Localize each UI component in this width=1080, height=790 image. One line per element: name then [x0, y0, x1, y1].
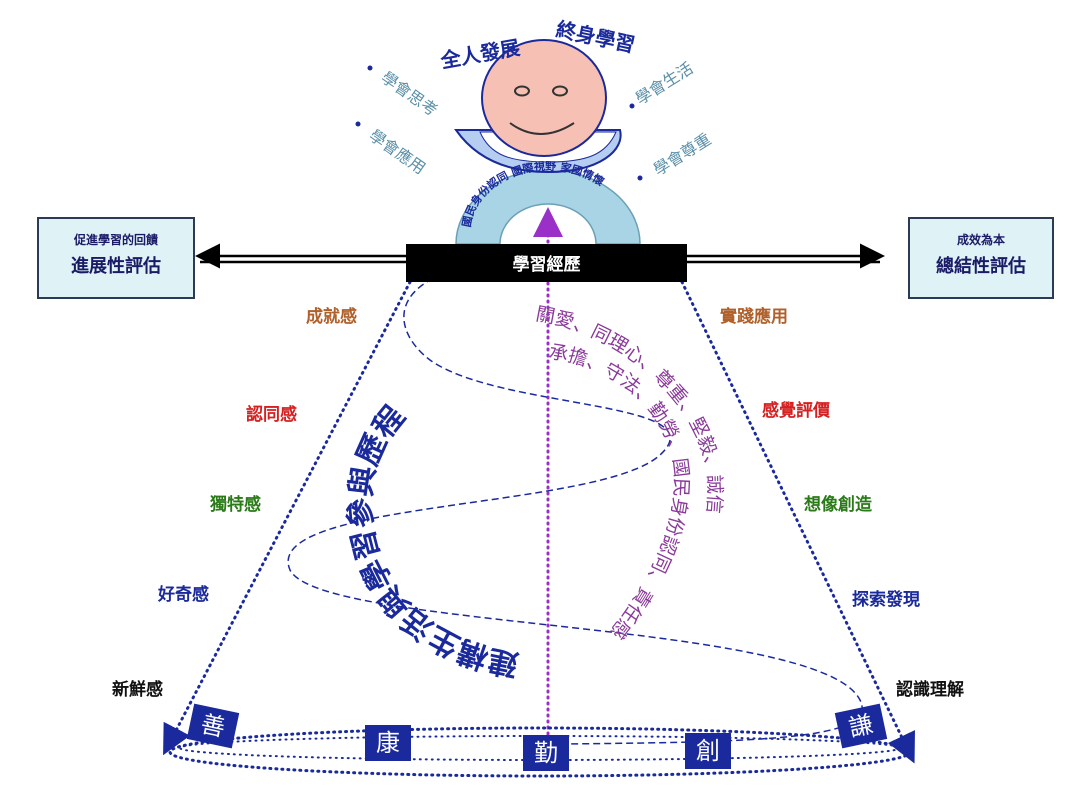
- left-label-identity: 認同感: [246, 405, 297, 425]
- bullet-dot: [637, 175, 643, 181]
- base-value-tile: 勤: [523, 735, 569, 771]
- left-label-freshness: 新鮮感: [112, 680, 163, 700]
- face-mouth: [509, 122, 575, 135]
- values-line-1: 關愛、同理心、尊重、堅毅、誠信: [534, 303, 726, 514]
- base-value-tile: 創: [685, 733, 731, 769]
- base-ellipse-outer: [168, 726, 912, 778]
- spiral-main-text: 建構生活與學習參與歷程: [343, 400, 521, 682]
- outcome-apply: 學會應用: [366, 126, 429, 178]
- left-assessment-box: 促進學習的回饋 進展性評估: [37, 217, 195, 299]
- outcome-respect: 學會尊重: [650, 129, 714, 179]
- learning-experience-label: 學習經歷: [512, 255, 581, 275]
- base-value-tile: 康: [365, 725, 411, 761]
- bullet-dot: [367, 65, 373, 71]
- right-label-evaluate: 感覺評價: [762, 401, 830, 421]
- right-assessment-box: 成效為本 總結性評估: [908, 217, 1054, 299]
- bullet-dot: [355, 121, 361, 127]
- left-label-achievement: 成就感: [306, 307, 357, 327]
- face-eye-right: [552, 85, 568, 97]
- arch-ring: [455, 169, 641, 245]
- right-box-line1: 成效為本: [956, 233, 1005, 247]
- left-label-uniqueness: 獨特感: [210, 495, 261, 515]
- cone-left-side: [163, 280, 412, 756]
- left-box-line1: 促進學習的回饋: [73, 233, 158, 247]
- right-label-explore: 探索發現: [852, 590, 920, 610]
- learning-experience-bar: [406, 244, 687, 282]
- smiley-face: [481, 39, 607, 157]
- right-label-imagine: 想像創造: [804, 495, 872, 515]
- outcome-live: 學會生活: [632, 58, 696, 108]
- right-label-practice: 實踐應用: [720, 307, 788, 327]
- left-label-curiosity: 好奇感: [158, 585, 209, 605]
- face-eye-left: [514, 85, 530, 97]
- cone-right-side: [680, 280, 915, 764]
- right-label-understand: 認識理解: [896, 680, 964, 700]
- right-box-line2: 總結性評估: [936, 256, 1026, 277]
- outcome-think: 學會思考: [378, 68, 441, 120]
- bullet-dot: [629, 103, 635, 109]
- left-box-line2: 進展性評估: [71, 256, 161, 277]
